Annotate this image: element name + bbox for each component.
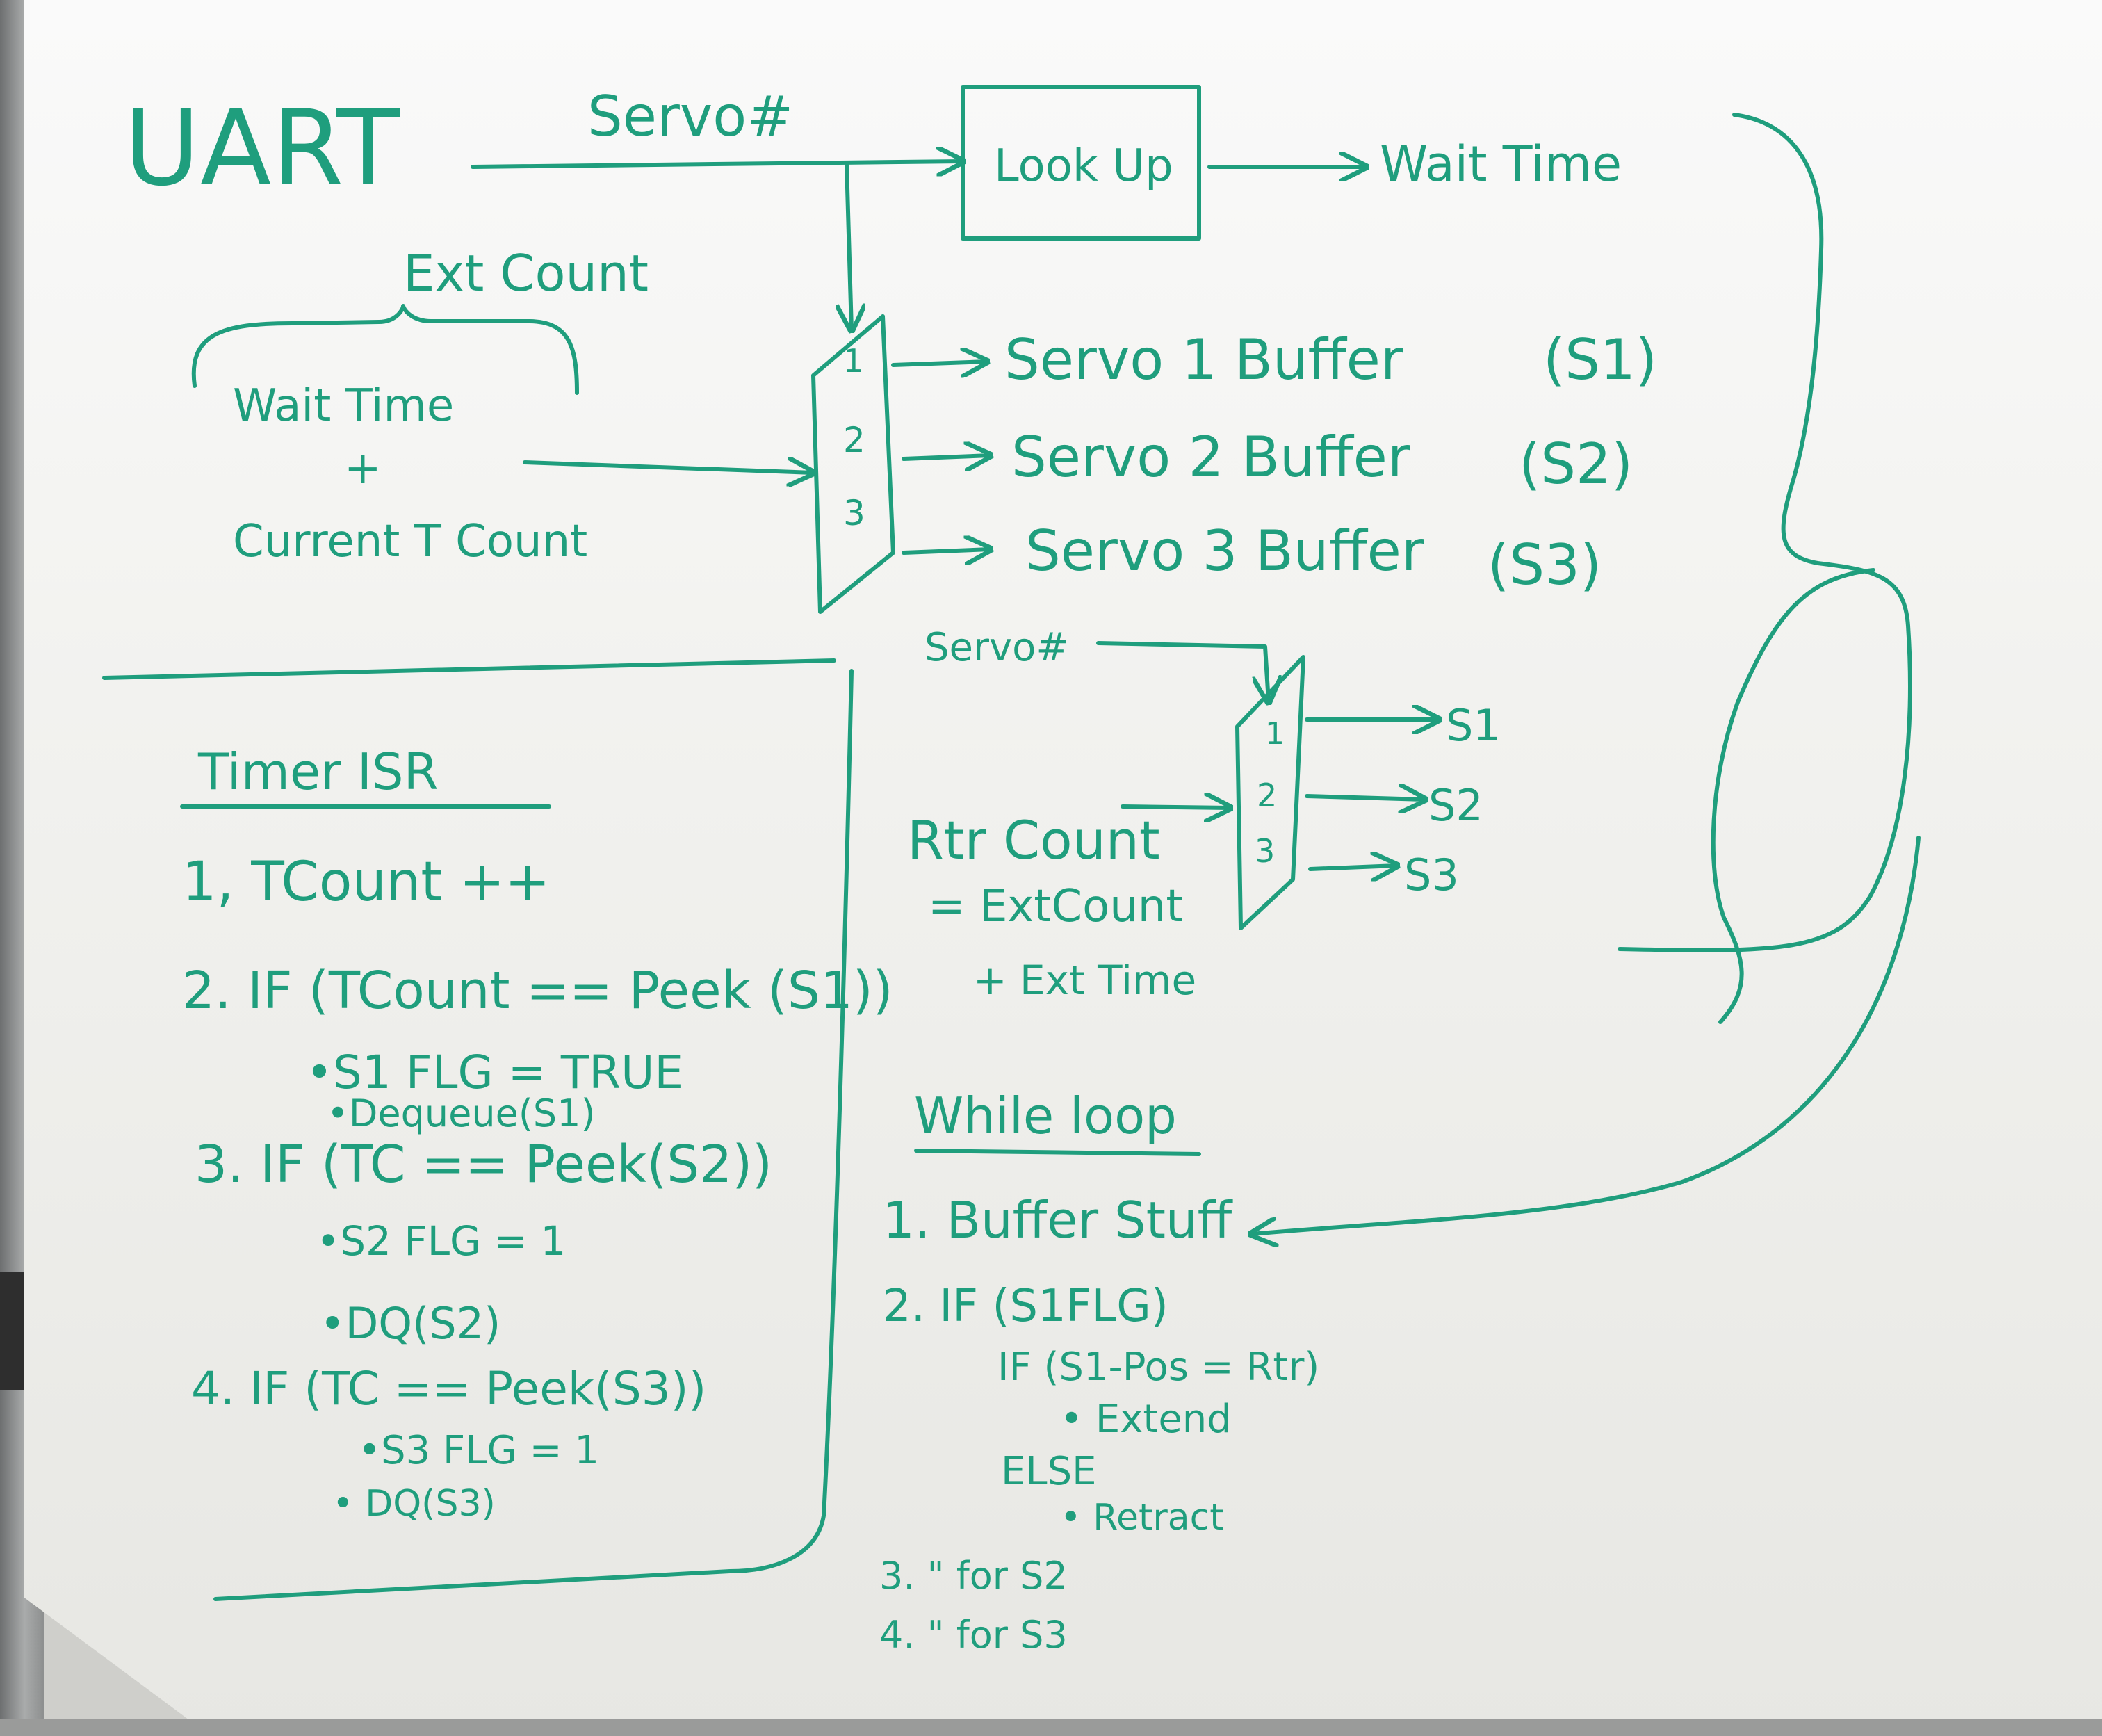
lookup-label: Look Up (994, 140, 1173, 192)
ext-count-brace (191, 304, 579, 395)
demux1-out-2 (902, 455, 991, 459)
while-line-4: • Extend (1060, 1397, 1232, 1442)
servo1-buffer: Servo 1 Buffer (1004, 327, 1403, 392)
isr-line-8: 4. IF (TC == Peek(S3)) (191, 1362, 706, 1415)
isr-line-1: 1, TCount ++ (182, 851, 550, 914)
buffer-loop-curve-2 (1711, 568, 1875, 1024)
current-tcount-term: Current T Count (233, 516, 587, 567)
while-line-6: • Retract (1060, 1497, 1224, 1539)
timer-isr-title: Timer ISR (197, 743, 439, 801)
wait-time-term: Wait Time (233, 380, 454, 432)
wait-time-output: Wait Time (1380, 136, 1622, 193)
uart-to-lookup-arrow (471, 161, 963, 167)
branch-to-mux-arrow (847, 162, 852, 330)
mux2-select-arrow (1096, 641, 1269, 702)
mux2-s1: S1 (1446, 700, 1501, 751)
demux1-out-1 (891, 362, 987, 365)
demux1-out-3 (902, 549, 991, 553)
demux2-out-2 (1305, 796, 1425, 800)
while-line-3: IF (S1-Pos = Rtr) (997, 1345, 1319, 1390)
demux1-input-3: 3 (843, 493, 865, 533)
servo-num-label: Servo# (587, 84, 793, 149)
isr-line-2: 2. IF (TCount == Peek (S1)) (182, 961, 893, 1021)
while-line-8: 4. " for S3 (879, 1613, 1068, 1657)
isr-line-6: •S2 FLG = 1 (316, 1217, 566, 1265)
isr-line-3: •S1 FLG = TRUE (306, 1046, 683, 1099)
lookup-box (961, 85, 1201, 241)
s3-tag: (S3) (1488, 533, 1602, 597)
ext-count-label: Ext Count (403, 244, 649, 302)
plus-sign: + (344, 443, 382, 494)
rtr-eq-extcount: = ExtCount (928, 881, 1183, 932)
isr-box-top (102, 658, 836, 680)
rtr-to-mux2-arrow (1121, 806, 1230, 808)
while-line-5: ELSE (1001, 1449, 1097, 1494)
demux2-input-3: 3 (1255, 832, 1275, 870)
whiteboard-frame-bottom (0, 1719, 2102, 1736)
demux1-input-1: 1 (843, 342, 863, 380)
isr-line-9: •S3 FLG = 1 (358, 1428, 599, 1473)
s1-tag: (S1) (1543, 327, 1657, 392)
while-loop-underline (914, 1149, 1201, 1156)
mux2-servo-num: Servo# (924, 625, 1068, 670)
while-line-2: 2. IF (S1FLG) (883, 1281, 1168, 1332)
sum-to-mux-arrow (523, 462, 813, 473)
isr-line-4: •Dequeue(S1) (327, 1092, 596, 1135)
while-line-7: 3. " for S2 (879, 1554, 1068, 1598)
mux2-s2: S2 (1428, 780, 1483, 831)
demux2-input-1: 1 (1265, 716, 1285, 752)
isr-line-5: 3. IF (TC == Peek(S2)) (195, 1135, 772, 1194)
isr-line-7: •DQ(S2) (320, 1298, 500, 1349)
demux1-input-2: 2 (843, 420, 865, 460)
servo2-buffer: Servo 2 Buffer (1011, 425, 1410, 489)
servo3-buffer: Servo 3 Buffer (1025, 519, 1424, 583)
to-buffer-stuff-arrow (1251, 836, 1921, 1234)
demux2-input-2: 2 (1257, 777, 1277, 814)
buffer-loop-curve (1618, 113, 1912, 952)
while-line-1: 1. Buffer Stuff (883, 1191, 1233, 1249)
demux-1 (811, 314, 895, 614)
whiteboard (24, 0, 2102, 1736)
demux2-out-3 (1308, 866, 1397, 869)
while-loop-title: While loop (914, 1087, 1177, 1145)
rtr-count-label: Rtr Count (907, 809, 1160, 871)
demux-2 (1235, 655, 1305, 930)
s2-tag: (S2) (1519, 432, 1633, 496)
mux2-s3: S3 (1404, 850, 1459, 900)
uart-label: UART (124, 88, 401, 209)
isr-line-10: • DQ(S3) (332, 1483, 496, 1525)
isr-box-right-bottom (213, 669, 854, 1601)
rtr-plus-exttime: + Ext Time (973, 957, 1196, 1004)
